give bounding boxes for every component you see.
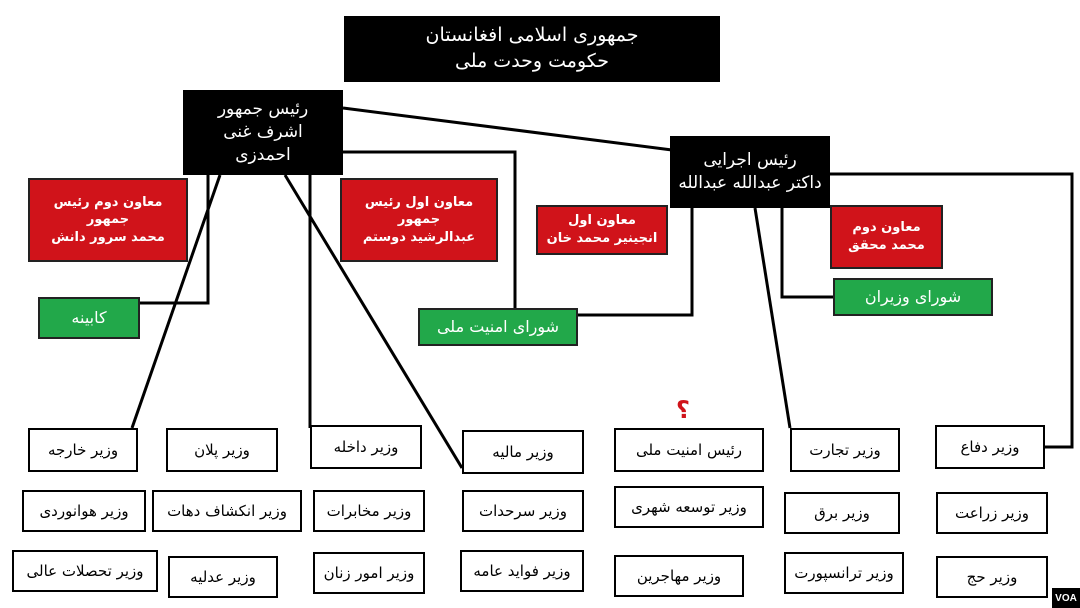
- minister-label: وزیر تجارت: [809, 440, 881, 459]
- minister-label: وزیر توسعه شهری: [631, 497, 747, 516]
- president-box: رئیس جمهور اشرف غنی احمدزی: [183, 90, 343, 175]
- minister-label: رئیس امنیت ملی: [635, 440, 743, 459]
- minister-agriculture: وزیر زراعت: [936, 492, 1048, 534]
- second-vp-title: معاون دوم رئیس: [53, 194, 163, 210]
- council-of-ministers-label: شورای وزیران: [864, 287, 962, 307]
- title-line2: حکومت وحدت ملی: [454, 50, 610, 72]
- first-vp-title-2: جمهور: [397, 212, 441, 228]
- minister-urban-development: وزیر توسعه شهری: [614, 486, 764, 528]
- ceo-title: رئیس اجرایی: [703, 150, 797, 171]
- minister-label: وزیر مخابرات: [326, 501, 412, 520]
- second-vp-box: معاون دوم رئیس جمهور محمد سرور دانش: [28, 178, 188, 262]
- second-vp-name: محمد سرور دانش: [51, 229, 165, 245]
- minister-label: وزیر پلان: [194, 440, 250, 459]
- question-mark: ؟: [676, 396, 690, 424]
- minister-defense: وزیر دفاع: [935, 425, 1045, 469]
- minister-label: وزیر عدلیه: [190, 567, 256, 586]
- ceo-box: رئیس اجرایی داکتر عبدالله عبدالله: [670, 136, 830, 208]
- minister-finance: وزیر مالیه: [462, 430, 584, 474]
- minister-label: وزیر زراعت: [954, 503, 1030, 522]
- minister-label: وزیر سرحدات: [479, 501, 567, 520]
- minister-aviation: وزیر هوانوردی: [22, 490, 146, 532]
- minister-foreign: وزیر خارجه: [28, 428, 138, 472]
- second-vp-title-2: جمهور: [86, 212, 130, 228]
- minister-label: وزیر دفاع: [960, 437, 1020, 456]
- ceo-first-deputy-box: معاون اول انجینیر محمد خان: [536, 205, 668, 255]
- ceo-second-deputy-name: محمد محقق: [848, 238, 925, 253]
- minister-borders: وزیر سرحدات: [462, 490, 584, 532]
- national-security-council-label: شورای امنیت ملی: [436, 317, 560, 337]
- president-title: رئیس جمهور: [217, 99, 309, 120]
- minister-interior: وزیر داخله: [310, 425, 422, 469]
- page-title: جمهوری اسلامی افغانستان حکومت وحدت ملی: [344, 16, 720, 82]
- president-surname: احمدزی: [235, 144, 291, 165]
- minister-energy: وزیر برق: [784, 492, 900, 534]
- minister-rural-development: وزیر انکشاف دهات: [152, 490, 302, 532]
- minister-label: وزیر انکشاف دهات: [167, 501, 287, 520]
- president-name: اشرف غنی: [223, 122, 303, 143]
- minister-label: وزیر مالیه: [492, 442, 554, 461]
- first-vp-name: عبدالرشید دوستم: [362, 229, 476, 245]
- minister-justice: وزیر عدلیه: [168, 556, 278, 598]
- minister-label: وزیر فواید عامه: [473, 561, 571, 580]
- minister-label: وزیر مهاجرین: [636, 566, 722, 585]
- voa-watermark: VOA: [1052, 588, 1080, 608]
- ceo-second-deputy-title: معاون دوم: [852, 220, 921, 236]
- first-vp-box: معاون اول رئیس جمهور عبدالرشید دوستم: [340, 178, 498, 262]
- minister-refugees: وزیر مهاجرین: [614, 555, 744, 597]
- minister-commerce: وزیر تجارت: [790, 428, 900, 472]
- ceo-name: داکتر عبدالله عبدالله: [678, 173, 822, 193]
- nds-chief: رئیس امنیت ملی: [614, 428, 764, 472]
- ceo-first-deputy-title: معاون اول: [568, 213, 636, 229]
- minister-hajj: وزیر حج: [936, 556, 1048, 598]
- minister-higher-education: وزیر تحصلات عالی: [12, 550, 158, 592]
- minister-label: وزیر امور زنان: [323, 563, 415, 582]
- first-vp-title: معاون اول رئیس: [364, 194, 474, 210]
- minister-public-works: وزیر فواید عامه: [460, 550, 584, 592]
- minister-transport: وزیر ترانسپورت: [784, 552, 904, 594]
- minister-label: وزیر داخله: [333, 437, 399, 456]
- minister-label: وزیر ترانسپورت: [794, 563, 894, 582]
- minister-label: وزیر حج: [966, 567, 1018, 586]
- minister-label: وزیر خارجه: [47, 440, 119, 459]
- minister-label: وزیر هوانوردی: [39, 501, 129, 520]
- cabinet-box: کابینه: [38, 297, 140, 339]
- minister-communications: وزیر مخابرات: [313, 490, 425, 532]
- ceo-first-deputy-name: انجینیر محمد خان: [546, 231, 658, 246]
- minister-women-affairs: وزیر امور زنان: [313, 552, 425, 594]
- minister-label: وزیر برق: [814, 503, 870, 522]
- council-of-ministers-box: شورای وزیران: [833, 278, 993, 316]
- title-line1: جمهوری اسلامی افغانستان: [425, 24, 639, 47]
- minister-label: وزیر تحصلات عالی: [26, 561, 144, 580]
- national-security-council-box: شورای امنیت ملی: [418, 308, 578, 346]
- cabinet-label: کابینه: [71, 308, 107, 328]
- ceo-second-deputy-box: معاون دوم محمد محقق: [830, 205, 943, 269]
- minister-planning: وزیر پلان: [166, 428, 278, 472]
